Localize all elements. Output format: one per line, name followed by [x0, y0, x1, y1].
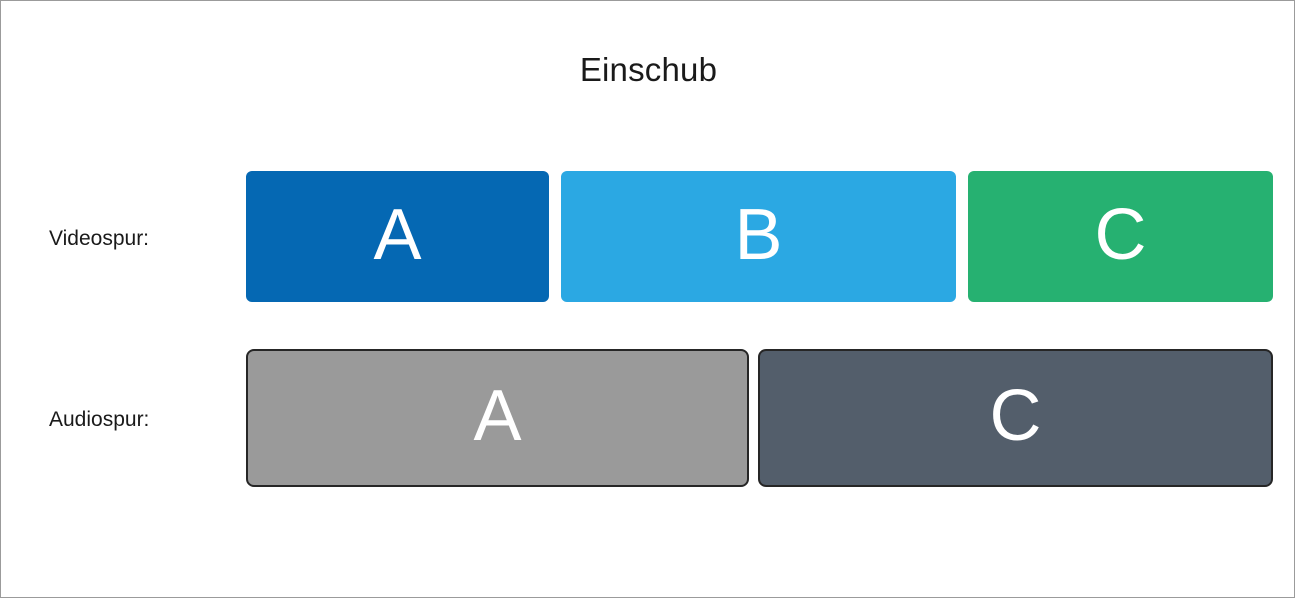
audio-clip-c[interactable]: C — [758, 349, 1273, 487]
audio-clip-a[interactable]: A — [246, 349, 749, 487]
video-clip-c[interactable]: C — [968, 171, 1273, 302]
video-track-label: Videospur: — [49, 227, 150, 250]
audio-track-label: Audiospur: — [49, 408, 150, 431]
video-clip-a[interactable]: A — [246, 171, 549, 302]
video-clip-b-letter: B — [734, 194, 783, 275]
audio-clip-a-letter: A — [473, 376, 522, 456]
video-clip-c-letter: C — [1094, 194, 1147, 275]
page-title: Einschub — [579, 51, 718, 88]
video-clip-b[interactable]: B — [561, 171, 956, 302]
video-clip-a-letter: A — [373, 194, 422, 275]
audio-clip-c-letter: C — [989, 376, 1042, 456]
